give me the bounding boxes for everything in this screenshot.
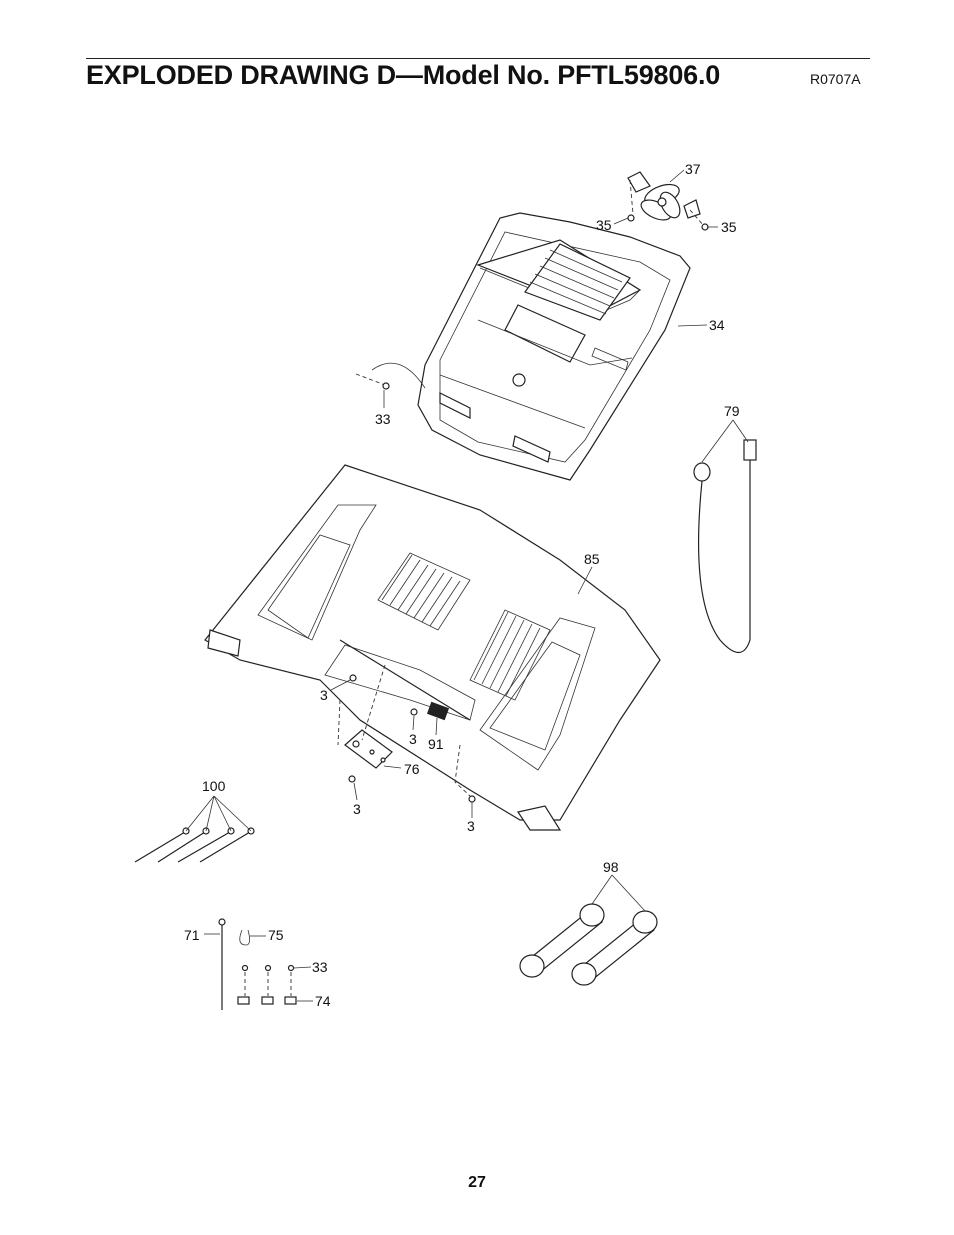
- callout-91: 91: [428, 736, 444, 752]
- callout-75: 75: [268, 927, 284, 943]
- callout-34: 34: [709, 317, 725, 333]
- plate-part-76: [337, 664, 476, 803]
- callout-71: 71: [184, 927, 200, 943]
- sticker-part-91: [426, 701, 450, 721]
- callout-35-right: 35: [721, 219, 737, 235]
- weights-part-98: [519, 903, 658, 986]
- callout-3-a: 3: [320, 687, 328, 703]
- fan-part-37: [627, 171, 709, 231]
- callout-35-left: 35: [596, 217, 612, 233]
- small-parts-71-75-33-74: [218, 918, 297, 1010]
- callout-100: 100: [202, 778, 226, 794]
- callout-3-c: 3: [353, 801, 361, 817]
- callout-85: 85: [584, 551, 600, 567]
- cable-part-79: [693, 439, 757, 654]
- console-part-34: [355, 212, 691, 481]
- callout-74: 74: [315, 993, 331, 1009]
- callout-33-console: 33: [375, 411, 391, 427]
- callout-37: 37: [685, 161, 701, 177]
- callout-76: 76: [404, 761, 420, 777]
- callout-33-small: 33: [312, 959, 328, 975]
- callout-3-d: 3: [467, 818, 475, 834]
- callout-79: 79: [724, 403, 740, 419]
- callout-98: 98: [603, 859, 619, 875]
- callout-3-b: 3: [409, 731, 417, 747]
- cable-ties-part-100: [134, 827, 255, 863]
- drawing-code: R0707A: [810, 71, 861, 87]
- page-number: 27: [468, 1174, 486, 1191]
- header-rule: [86, 58, 870, 59]
- hood-part-85: [204, 464, 661, 831]
- page-title: EXPLODED DRAWING D—Model No. PFTL59806.0: [86, 60, 721, 90]
- leader-lines: [185, 169, 749, 1002]
